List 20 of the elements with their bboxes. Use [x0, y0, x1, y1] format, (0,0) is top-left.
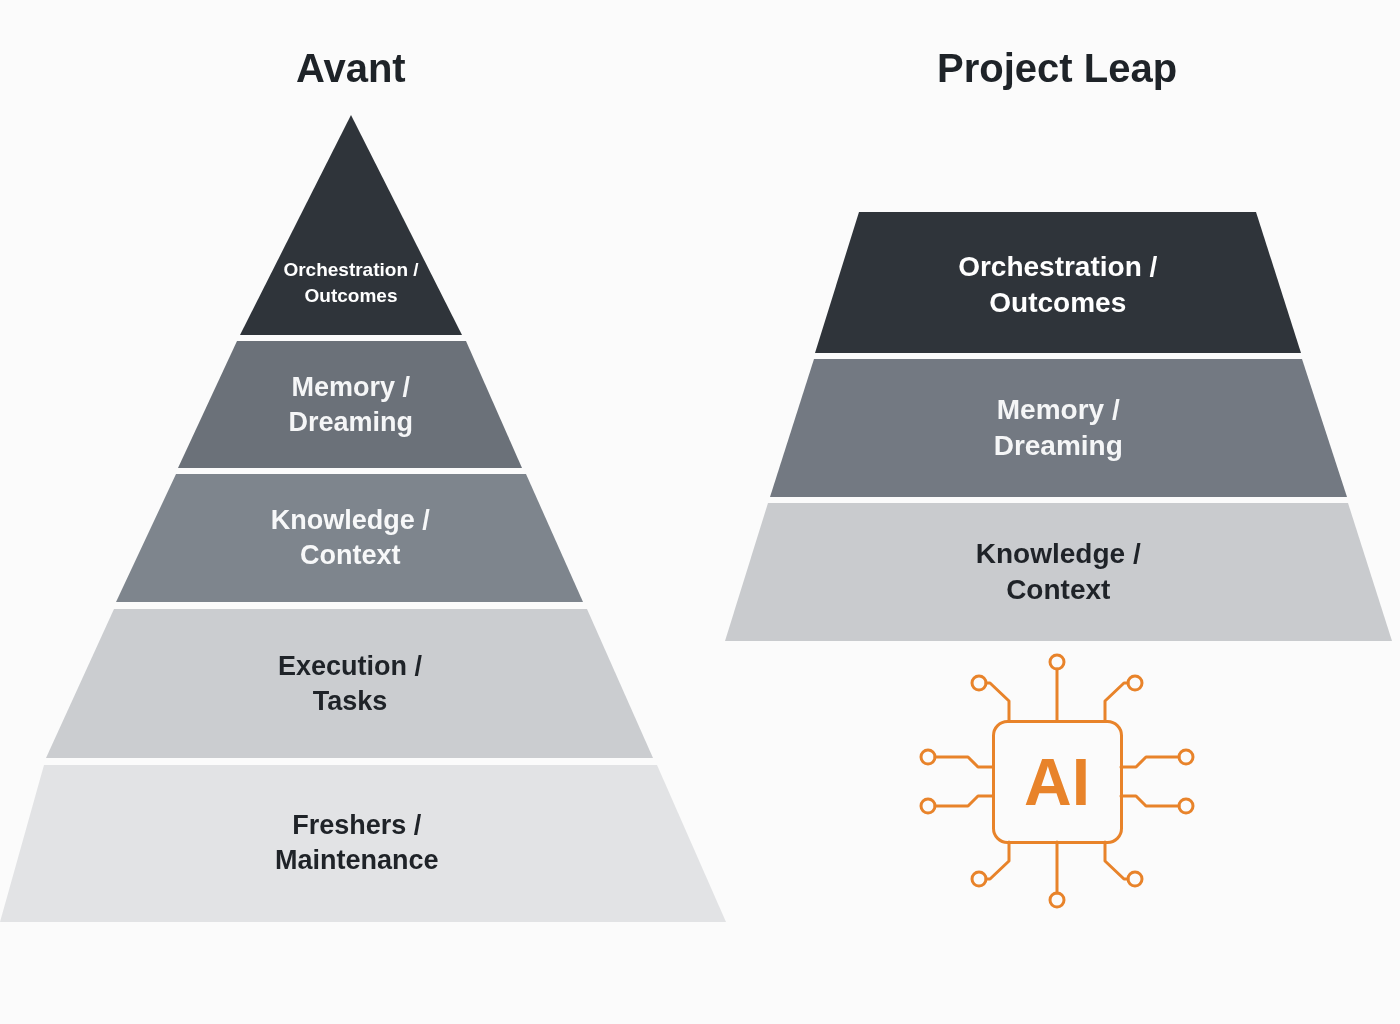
pyramid-tier: [116, 474, 583, 602]
tier-label: Orchestration / Outcomes: [957, 249, 1159, 320]
pyramid-title: Project Leap: [937, 45, 1178, 91]
pyramid-tier: [46, 609, 653, 758]
tier-label: Freshers / Maintenance: [274, 809, 440, 878]
chip-label: AI: [1023, 749, 1091, 815]
pyramid-tier: [770, 359, 1347, 497]
pyramid-tier: [725, 503, 1392, 641]
pyramid-tier: [240, 115, 462, 335]
chip-box: [991, 719, 1123, 844]
tier-label: Memory / Dreaming: [992, 392, 1124, 463]
pyramid-title: Avant: [296, 45, 406, 91]
tier-label: Execution / Tasks: [277, 650, 423, 719]
pyramid-tier: [0, 765, 726, 922]
pyramid-tier: [815, 212, 1301, 353]
tier-label: Orchestration / Outcomes: [282, 257, 420, 309]
pyramid-tier: [178, 341, 522, 468]
tier-label: Knowledge / Context: [269, 504, 431, 573]
tier-label: Memory / Dreaming: [287, 371, 414, 440]
tier-label: Knowledge / Context: [975, 536, 1142, 607]
